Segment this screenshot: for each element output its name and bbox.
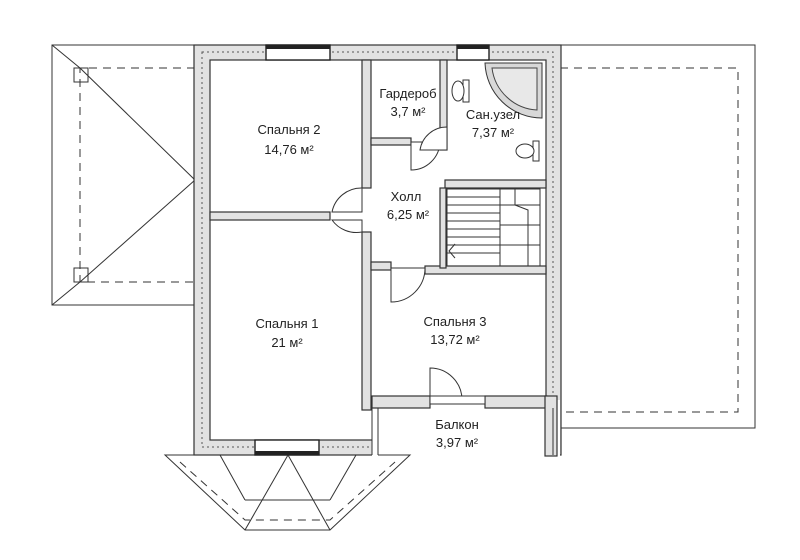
room-area-balcony: 3,97 м²: [436, 435, 479, 450]
room-area-bedroom1: 21 м²: [271, 335, 303, 350]
doors: [331, 126, 486, 405]
right-roof: [560, 44, 756, 429]
staircase: [446, 188, 541, 267]
windows: [254, 44, 490, 456]
room-name-hall: Холл: [391, 189, 422, 204]
room-name-balcony: Балкон: [435, 417, 479, 432]
room-name-bathroom: Сан.узел: [466, 107, 520, 122]
room-name-bedroom1: Спальня 1: [255, 316, 318, 331]
bathroom-fixtures: [451, 62, 543, 162]
room-area-bathroom: 7,37 м²: [472, 125, 515, 140]
interior-walls: [209, 59, 547, 411]
left-roof: [51, 44, 196, 306]
room-name-bedroom3: Спальня 3: [423, 314, 486, 329]
room-area-bedroom2: 14,76 м²: [264, 142, 314, 157]
room-area-wardrobe: 3,7 м²: [391, 104, 427, 119]
bay-window: [163, 454, 412, 531]
room-name-wardrobe: Гардероб: [379, 86, 436, 101]
room-area-bedroom3: 13,72 м²: [430, 332, 480, 347]
balcony-area: [371, 395, 560, 460]
room-area-hall: 6,25 м²: [387, 207, 430, 222]
room-name-bedroom2: Спальня 2: [257, 122, 320, 137]
room-labels: Спальня 2 14,76 м² Гардероб 3,7 м² Сан.у…: [255, 86, 520, 450]
